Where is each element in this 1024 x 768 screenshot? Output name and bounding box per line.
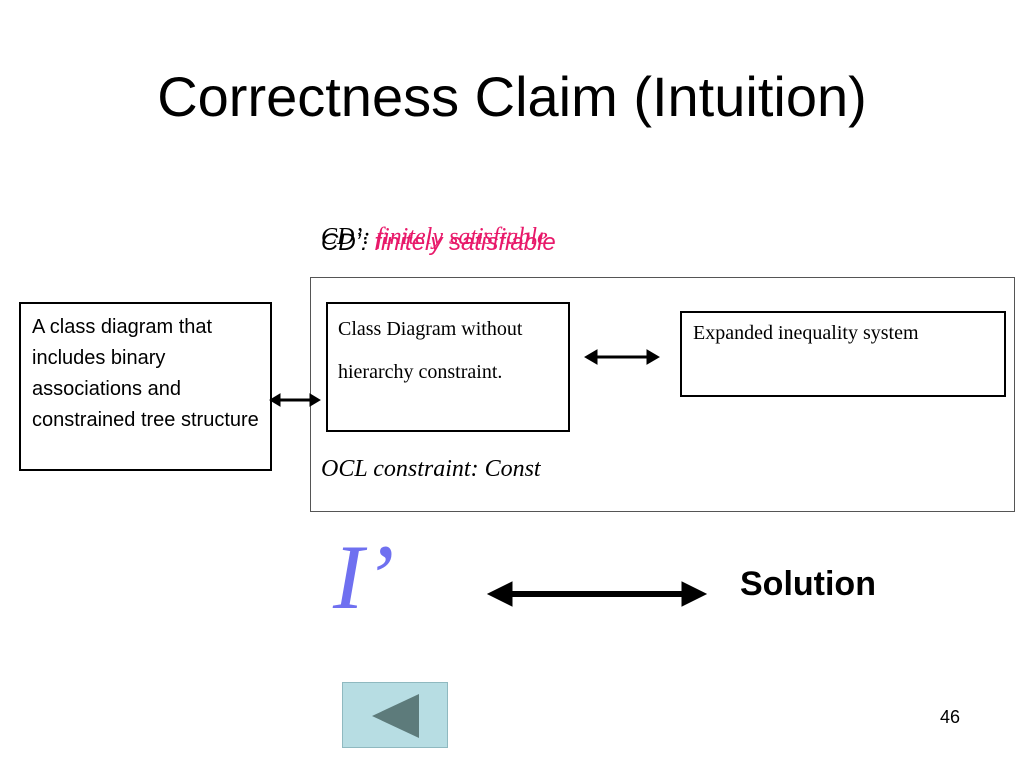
class-diagram-description-box: A class diagram that includes binary ass… bbox=[19, 302, 272, 471]
cd-label-dup: CD’: bbox=[321, 229, 375, 256]
cd-label-serif: CD’: finitely satisfiable bbox=[321, 222, 548, 252]
page-number: 46 bbox=[939, 707, 961, 727]
inequality-system-box: Expanded inequality system bbox=[680, 311, 1006, 397]
cd-label-sans: CD’: finitely satisfiable bbox=[321, 228, 556, 258]
triangle-left-icon bbox=[372, 694, 419, 738]
class-diagram-description: A class diagram that includes binary ass… bbox=[32, 316, 259, 431]
solution-label: Solution bbox=[740, 565, 876, 603]
double-arrow-large-icon bbox=[486, 581, 708, 607]
class-diagram-text: Class Diagram without hierarchy constrai… bbox=[338, 318, 523, 383]
class-diagram-box: Class Diagram without hierarchy constrai… bbox=[326, 302, 570, 432]
cd-status-dup: finitely satisfiable bbox=[374, 229, 556, 256]
i-prime-symbol: I’ bbox=[333, 526, 395, 628]
back-nav-button[interactable] bbox=[342, 682, 448, 748]
slide-title: Correctness Claim (Intuition) bbox=[157, 65, 867, 128]
cd-status: finitely satisfiable bbox=[376, 224, 548, 250]
inequality-system-text: Expanded inequality system bbox=[693, 322, 919, 344]
cd-label: CD’: bbox=[321, 224, 377, 250]
ocl-constraint: OCL constraint: Const bbox=[321, 456, 541, 482]
